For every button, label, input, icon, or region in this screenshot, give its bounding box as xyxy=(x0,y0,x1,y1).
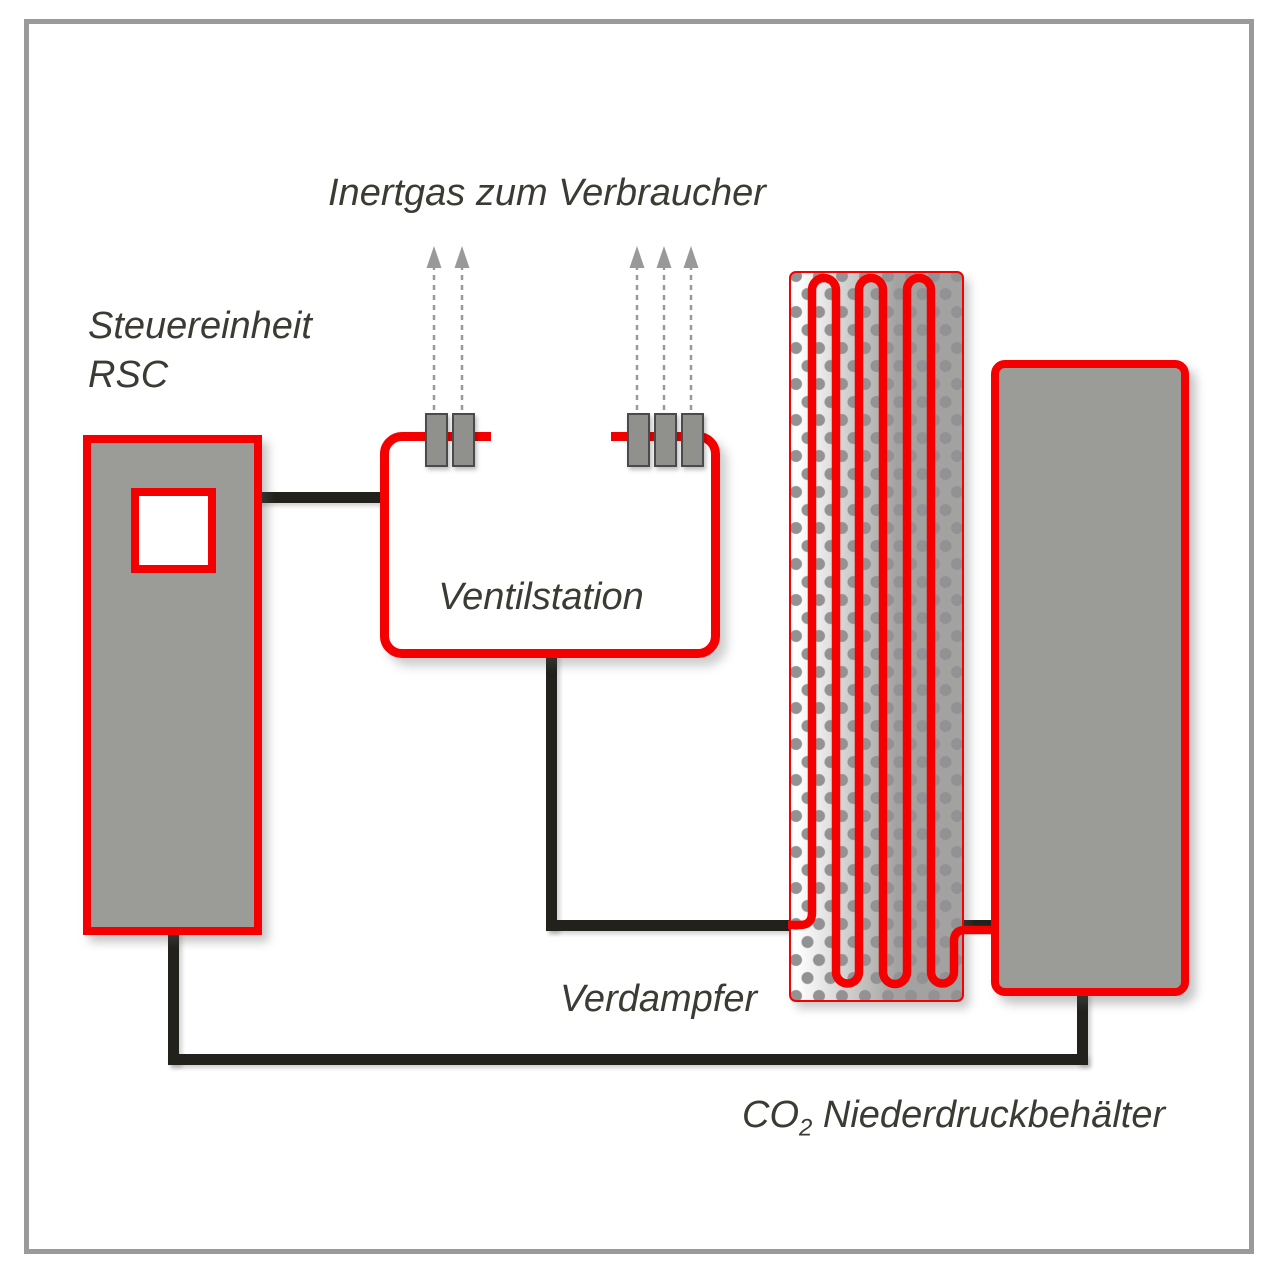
co2-label-prefix: CO xyxy=(742,1094,799,1136)
title-inertgas: Inertgas zum Verbraucher xyxy=(328,172,766,214)
co2-label-subscript: 2 xyxy=(799,1114,813,1142)
control-unit-label-line2: RSC xyxy=(88,354,169,396)
valve-station-label: Ventilstation xyxy=(438,576,644,618)
pipe-to-evaporator xyxy=(546,920,791,931)
pipe-bottom-run xyxy=(168,1054,1087,1065)
evaporator-label: Verdampfer xyxy=(560,978,758,1020)
control-unit-label: Steuereinheit RSC xyxy=(88,302,312,400)
pipe-tank-down xyxy=(1077,992,1088,1065)
co2-label-suffix: Niederdruckbehälter xyxy=(812,1094,1166,1136)
evaporator-box xyxy=(789,271,964,1002)
valve-icon xyxy=(452,413,475,467)
control-unit-label-line1: Steuereinheit xyxy=(88,305,312,347)
co2-tank-label: CO2 Niederdruckbehälter xyxy=(742,1094,1165,1143)
valve-station-box xyxy=(380,432,720,658)
pipe-control-down xyxy=(168,928,179,1065)
pipe-valvestation-down xyxy=(546,650,557,931)
diagram-frame xyxy=(24,19,1254,1254)
valve-icon xyxy=(654,413,677,467)
valve-station-top-gap xyxy=(491,429,611,444)
control-unit-display xyxy=(131,488,216,573)
valve-icon xyxy=(627,413,650,467)
co2-tank-box xyxy=(991,360,1189,996)
control-unit-box xyxy=(83,435,262,935)
valve-icon xyxy=(425,413,448,467)
pipe-control-to-valvestation xyxy=(256,492,384,503)
valve-icon xyxy=(681,413,704,467)
